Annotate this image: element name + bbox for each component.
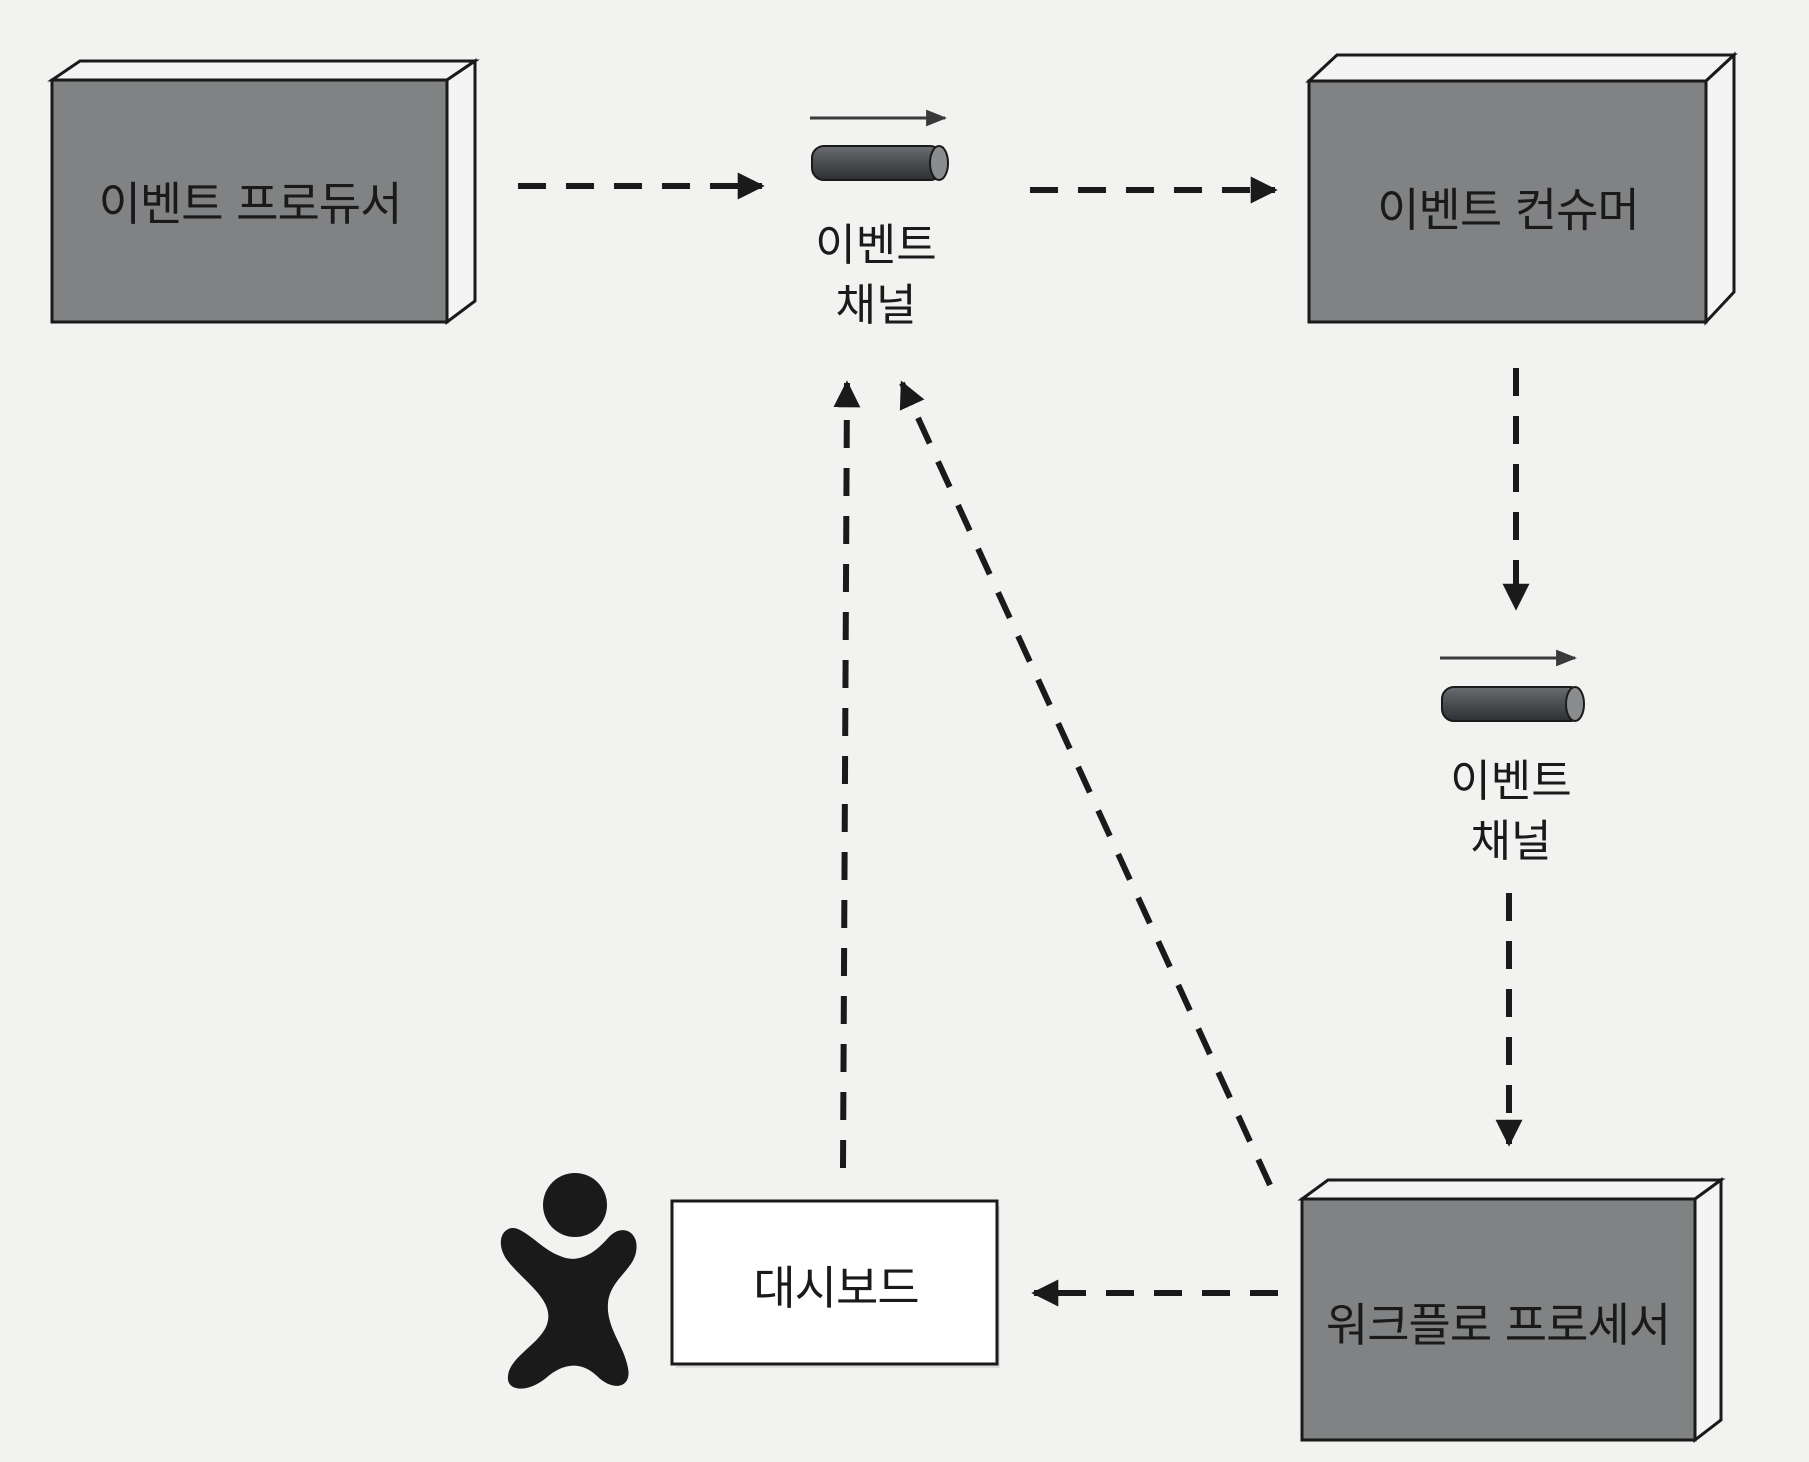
user-icon xyxy=(500,1173,637,1389)
producer-box xyxy=(47,58,480,325)
consumer-label: 이벤트 컨슈머 xyxy=(1377,183,1640,237)
top-channel-line1: 이벤트 xyxy=(815,220,937,271)
producer-label: 이벤트 프로듀서 xyxy=(98,177,403,231)
dashboard-box xyxy=(670,1199,1000,1368)
processor-label: 워크플로 프로세서 xyxy=(1325,1298,1671,1352)
right-channel-label: 이벤트 채널 xyxy=(1450,752,1571,872)
right-channel-pipe xyxy=(1440,649,1585,722)
dashboard-label: 대시보드 xyxy=(753,1261,919,1315)
right-channel-line1: 이벤트 xyxy=(1450,756,1572,807)
top-channel-pipe xyxy=(810,109,949,181)
arrow-processor-to-channel xyxy=(899,380,1273,1187)
right-channel-line2: 채널 xyxy=(1470,816,1552,867)
processor-box xyxy=(1297,1177,1726,1444)
arrow-dashboard-to-channel xyxy=(833,380,861,1169)
consumer-box xyxy=(1305,51,1738,326)
top-channel-line2: 채널 xyxy=(835,280,917,331)
top-channel-label: 이벤트 채널 xyxy=(815,216,936,336)
